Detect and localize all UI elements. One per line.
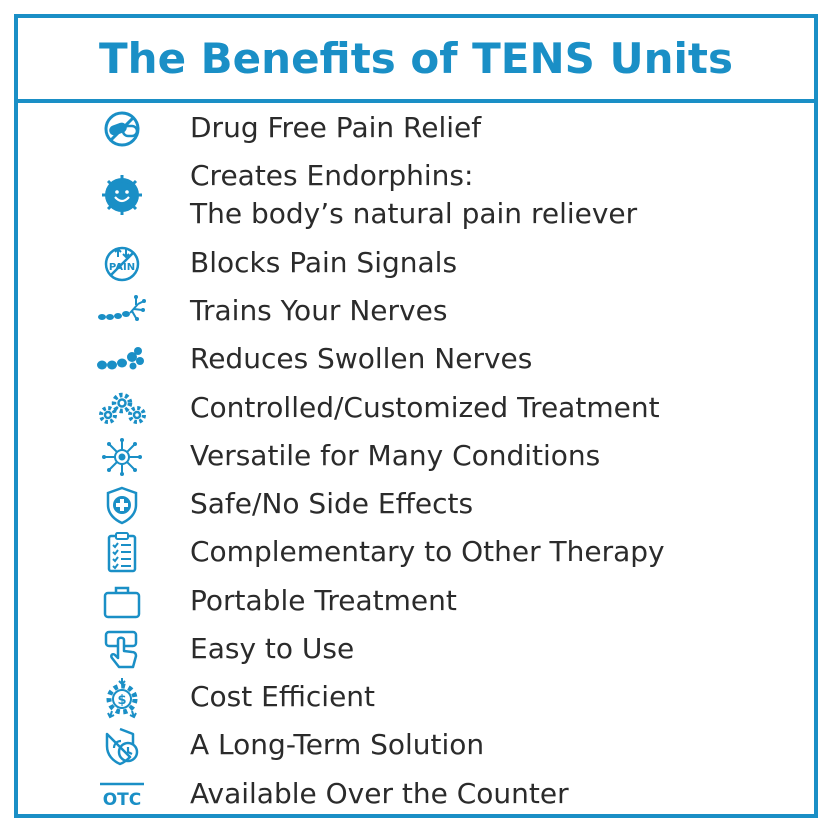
no-pain-icon: PAIN (90, 244, 154, 284)
page-title: The Benefits of TENS Units (99, 34, 733, 83)
no-pills-icon (90, 109, 154, 149)
benefit-label: Drug Free Pain Relief (190, 111, 482, 144)
otc-icon-text: OTC (103, 790, 142, 810)
gears-icon (90, 389, 154, 429)
title-bar: The Benefits of TENS Units (18, 18, 814, 103)
clipboard-checklist-icon (90, 532, 154, 573)
dollar-sign-text: $ (117, 693, 126, 708)
smiling-sun-icon (90, 175, 154, 215)
medical-shield-icon (90, 485, 154, 525)
swollen-nerve-icon (90, 340, 154, 380)
shield-clock-icon (90, 726, 154, 766)
nerve-icon (90, 292, 154, 332)
benefit-label: Cost Efficient (190, 680, 376, 713)
benefit-label: Controlled/Customized Treatment (190, 391, 660, 424)
benefit-label: Easy to Use (190, 632, 355, 665)
benefit-label: Versatile for Many Conditions (190, 439, 601, 472)
otc-icon: OTC (90, 775, 154, 815)
infographic-frame: The Benefits of TENS Units Drug Free Pai… (14, 14, 818, 818)
benefit-label: Trains Your Nerves (190, 294, 448, 327)
benefit-label: Safe/No Side Effects (190, 487, 474, 520)
benefit-label: A Long-Term Solution (190, 728, 485, 761)
pain-icon-text: PAIN (109, 262, 135, 273)
benefit-label: Complementary to Other Therapy (190, 535, 665, 568)
touch-hand-icon (90, 630, 154, 670)
benefit-label: Creates Endorphins: (190, 159, 474, 192)
briefcase-icon (90, 582, 154, 622)
benefit-label: Reduces Swollen Nerves (190, 342, 533, 375)
benefit-label: Available Over the Counter (190, 777, 569, 810)
benefit-label: Blocks Pain Signals (190, 246, 458, 279)
network-icon (90, 437, 154, 477)
benefit-sublabel: The body’s natural pain reliever (190, 197, 638, 230)
cost-gear-icon: $ (90, 678, 154, 719)
benefit-label: Portable Treatment (190, 584, 457, 617)
